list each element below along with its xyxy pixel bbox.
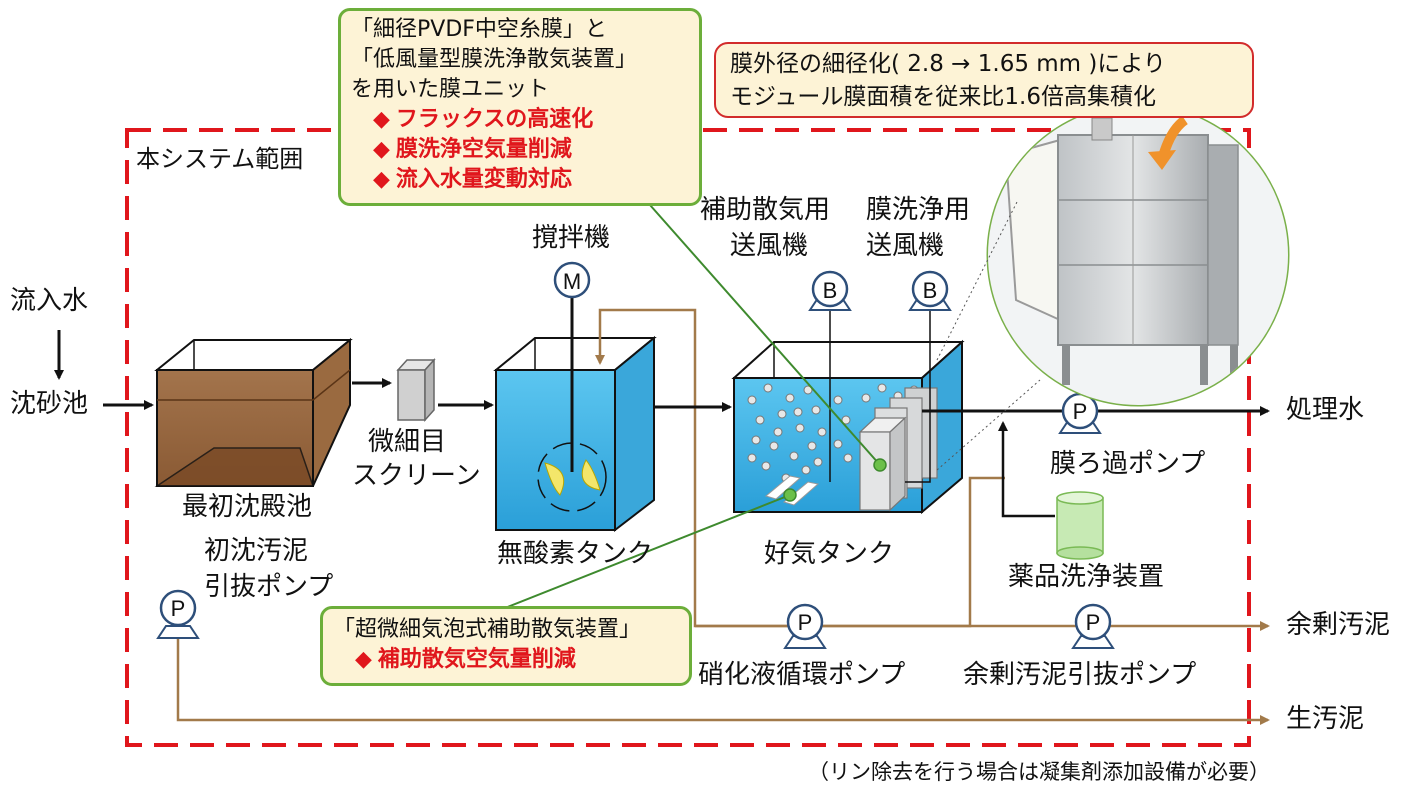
membrane-modules bbox=[858, 387, 938, 512]
anoxic-tank-label: 無酸素タンク bbox=[497, 539, 654, 569]
diamond-marker: ◆ bbox=[355, 647, 372, 672]
membrane-diameter-callout: 膜外径の細径化( 2.8 → 1.65 mm )により モジュール膜面積を従来比… bbox=[714, 42, 1254, 118]
nitrified-pump-symbol: P bbox=[798, 610, 813, 635]
anoxic-tank bbox=[493, 335, 657, 533]
aux-blower-label-2: 送風機 bbox=[730, 231, 809, 261]
raw-sludge-label: 生汚泥 bbox=[1286, 704, 1365, 734]
air-bubble bbox=[843, 453, 853, 463]
membrane-highlight-1-text: フラックスの高速化 bbox=[395, 107, 594, 132]
primary-clarifier bbox=[154, 337, 353, 487]
air-bubble bbox=[817, 427, 827, 437]
treated-water-label: 処理水 bbox=[1286, 395, 1365, 425]
aux-diffuser-1 bbox=[764, 475, 802, 500]
air-bubble bbox=[747, 453, 757, 463]
mixer-motor-symbol: M bbox=[563, 269, 581, 294]
membrane-highlight-2: ◆膜洗浄空気量削減 bbox=[351, 135, 689, 165]
membrane-unit-photo bbox=[986, 103, 1290, 407]
diamond-marker: ◆ bbox=[373, 137, 390, 162]
air-bubble bbox=[751, 435, 761, 445]
membrane-highlight-2-text: 膜洗浄空気量削減 bbox=[395, 137, 572, 162]
membrane-callout-dot bbox=[873, 458, 887, 472]
membrane-callout-line-3: を用いた膜ユニット bbox=[351, 77, 550, 102]
filtration-pump-symbol: P bbox=[1073, 399, 1088, 424]
air-bubble bbox=[747, 395, 757, 405]
mem-blower-label-1: 膜洗浄用 bbox=[866, 195, 971, 225]
air-bubble bbox=[789, 451, 799, 461]
air-bubble bbox=[841, 415, 851, 425]
air-bubble bbox=[807, 441, 817, 451]
raw-sludge-line bbox=[176, 622, 1270, 725]
air-bubble bbox=[811, 405, 821, 415]
membrane-highlight-1: ◆フラックスの高速化 bbox=[351, 105, 689, 135]
nitrified-pump-label: 硝化液循環ポンプ bbox=[698, 660, 906, 690]
filtration-pump-label: 膜ろ過ポンプ bbox=[1050, 449, 1206, 479]
diffuser-callout-leader bbox=[499, 494, 791, 611]
membrane-highlight-3-text: 流入水量変動対応 bbox=[395, 167, 572, 192]
diffuser-callout-dot bbox=[783, 488, 797, 502]
mixer-label: 撹拌機 bbox=[532, 223, 611, 253]
excess-sludge-pump-symbol: P bbox=[1086, 610, 1101, 635]
fine-screen-label-2: スクリーン bbox=[352, 461, 481, 491]
grit-chamber-label: 沈砂池 bbox=[10, 389, 89, 419]
aux-blower-symbol: B bbox=[823, 278, 838, 303]
chemical-cleaning-label: 薬品洗浄装置 bbox=[1008, 562, 1165, 592]
air-bubble bbox=[795, 423, 805, 433]
system-scope-label: 本システム範囲 bbox=[136, 145, 304, 173]
air-bubble bbox=[761, 461, 771, 471]
membrane-unit-callout: 「細径PVDF中空糸膜」と 「低風量型膜洗浄散気装置」 を用いた膜ユニット ◆フ… bbox=[338, 8, 702, 206]
air-bubble bbox=[777, 409, 787, 419]
mem-blower-label-2: 送風機 bbox=[866, 231, 945, 261]
air-bubble bbox=[877, 383, 887, 393]
inflow-label: 流入水 bbox=[10, 286, 89, 316]
diamond-marker: ◆ bbox=[373, 107, 390, 132]
excess-sludge-pump-label: 余剰汚泥引抜ポンプ bbox=[963, 660, 1197, 690]
chemical-cleaning-line bbox=[998, 421, 1055, 518]
excess-sludge-label: 余剰汚泥 bbox=[1286, 610, 1391, 640]
air-bubble bbox=[763, 383, 773, 393]
membrane-callout-line-1: 「細径PVDF中空糸膜」と bbox=[351, 17, 607, 42]
fine-screen bbox=[396, 358, 436, 422]
chemical-cleaning-tank bbox=[1056, 491, 1104, 560]
air-bubble bbox=[861, 393, 871, 403]
air-bubble bbox=[833, 439, 843, 449]
excess-sludge-pump bbox=[1071, 603, 1115, 649]
diameter-callout-line-1: 膜外径の細径化( 2.8 → 1.65 mm )により bbox=[730, 51, 1166, 77]
mixer-motor bbox=[553, 261, 591, 299]
primary-sludge-pump bbox=[156, 589, 200, 639]
primary-sludge-pump-symbol: P bbox=[171, 596, 186, 621]
membrane-callout-leader bbox=[649, 204, 881, 466]
membrane-callout-line-2: 「低風量型膜洗浄散気装置」 bbox=[351, 47, 638, 72]
diamond-marker: ◆ bbox=[373, 167, 390, 192]
aerobic-tank-label: 好気タンク bbox=[764, 539, 895, 569]
nitrified-pump bbox=[783, 603, 827, 649]
aux-blower bbox=[808, 270, 852, 311]
mem-blower-pipe bbox=[905, 310, 931, 483]
air-bubble bbox=[785, 393, 795, 403]
phosphorus-note: （リン除去を行う場合は凝集剤添加設備が必要） bbox=[808, 760, 1270, 784]
aeration-highlight-1: ◆補助散気空気量削減 bbox=[333, 645, 679, 675]
membrane-blower-symbol: B bbox=[923, 278, 938, 303]
air-bubble bbox=[769, 441, 779, 451]
air-bubble bbox=[813, 457, 823, 467]
air-bubble bbox=[773, 427, 783, 437]
aeration-highlight-1-text: 補助散気空気量削減 bbox=[377, 647, 576, 672]
aux-aeration-callout: 「超微細気泡式補助散気装置」 ◆補助散気空気量削減 bbox=[320, 606, 692, 686]
air-bubble bbox=[833, 395, 843, 405]
primary-clarifier-label: 最初沈殿池 bbox=[182, 492, 313, 522]
air-bubble bbox=[803, 385, 813, 395]
primary-sludge-pump-label-1: 初沈汚泥 bbox=[204, 536, 309, 566]
primary-sludge-pump-label-2: 引抜ポンプ bbox=[204, 572, 334, 602]
air-bubble bbox=[793, 407, 803, 417]
membrane-blower bbox=[908, 270, 952, 311]
aeration-callout-line-1: 「超微細気泡式補助散気装置」 bbox=[333, 617, 642, 642]
aux-blower-label-1: 補助散気用 bbox=[700, 195, 831, 225]
membrane-highlight-3: ◆流入水量変動対応 bbox=[351, 165, 689, 195]
diameter-callout-line-2: モジュール膜面積を従来比1.6倍高集積化 bbox=[730, 84, 1156, 110]
filtration-pump bbox=[1058, 392, 1102, 434]
air-bubble bbox=[755, 415, 765, 425]
air-bubble bbox=[801, 465, 811, 475]
fine-screen-label-1: 微細目 bbox=[368, 427, 447, 457]
